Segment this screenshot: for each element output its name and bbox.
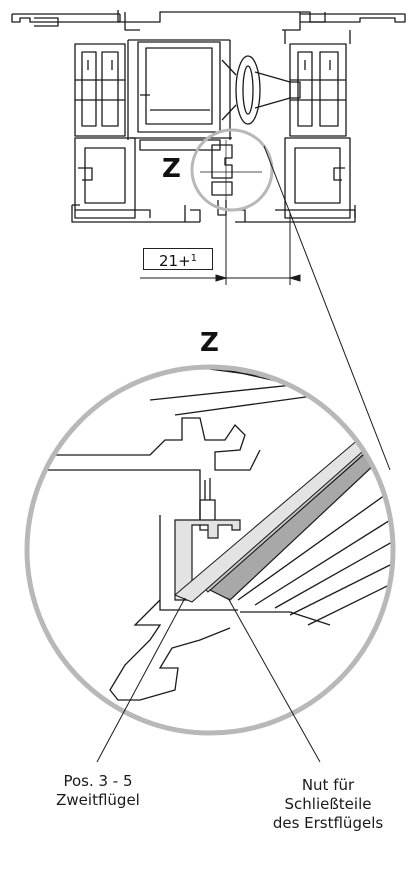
detail-marker-large: Z [200, 328, 219, 358]
bottom-rail [71, 204, 356, 223]
frame-top-rail-left-step [34, 17, 59, 27]
left-sash-profile [74, 43, 151, 219]
callout-left-line2: Zweitflügel [56, 791, 140, 809]
dimension-value: 21+ [158, 252, 191, 270]
frame-top-rail [11, 13, 121, 23]
callout-left: Pos. 3 - 5 Zweitflügel [38, 772, 158, 810]
callout-left-line1: Pos. 3 - 5 [63, 772, 133, 790]
detail-marker-small: Z [162, 154, 181, 184]
zoom-leader-lines [263, 145, 391, 471]
central-interlock [211, 144, 233, 216]
frame-top-rail-right [300, 13, 406, 23]
callout-right-line3: des Erstflügels [272, 814, 384, 832]
dimension-graphics [140, 140, 301, 285]
callout-right-line1: Nut für [301, 776, 355, 794]
profile-section-view [11, 10, 406, 223]
gasket-assembly [221, 55, 301, 125]
frame-top-rail-center [117, 10, 326, 23]
right-sash-profile [275, 30, 356, 219]
dimension-tolerance: 1 [190, 253, 198, 264]
callout-leaders [96, 597, 321, 763]
center-glazing-profile [127, 39, 232, 151]
callout-right: Nut für Schließteile des Erstflügels [248, 776, 408, 833]
callout-right-line2: Schließteile [284, 795, 372, 813]
detail-circle-large [24, 364, 396, 736]
dimension-label: 21+1 [143, 248, 213, 270]
detail-circle-small [190, 128, 274, 212]
